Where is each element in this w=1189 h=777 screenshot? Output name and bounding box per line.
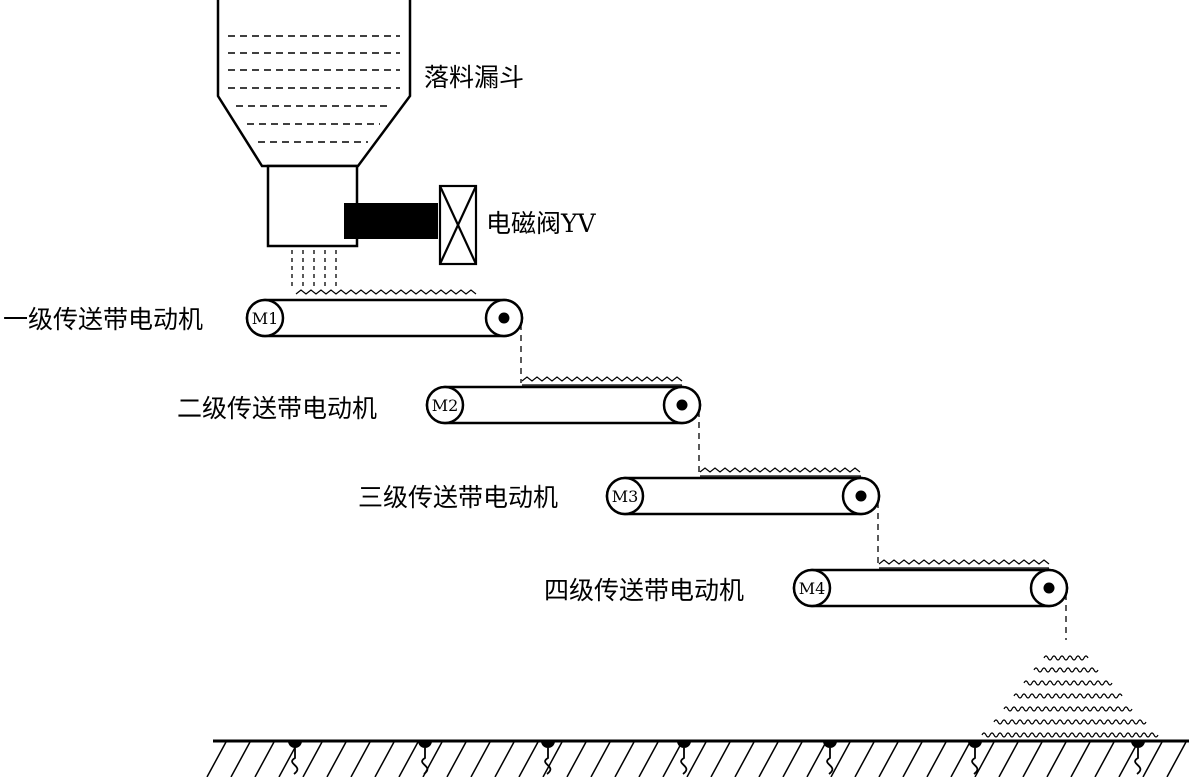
belt-body	[605, 476, 881, 516]
motor-label: M3	[612, 487, 639, 506]
ground-hatch	[1142, 741, 1163, 777]
ground-hatch	[1022, 741, 1043, 777]
ground-hatch	[710, 741, 731, 777]
conveyor-3: M3	[605, 467, 881, 566]
ground-hatch	[326, 741, 347, 777]
ground-hatch	[1046, 741, 1067, 777]
ground-hatch	[1118, 741, 1139, 777]
ground-hatch	[662, 741, 683, 777]
pile-wave	[1013, 693, 1123, 699]
conveyor-4-label: 四级传送带电动机	[544, 576, 745, 605]
motor-circle	[425, 385, 465, 425]
pulley-axle	[855, 490, 867, 502]
motor-circle	[245, 298, 285, 338]
belt-material	[295, 289, 477, 295]
conveyor-3-label: 三级传送带电动机	[358, 483, 559, 512]
pulley-axle	[676, 399, 688, 411]
ground-hatch	[518, 741, 539, 777]
ground-hatch	[806, 741, 827, 777]
anchor-bolt	[677, 741, 691, 775]
ground-hatch	[830, 741, 851, 777]
pile-wave	[993, 719, 1147, 725]
ground-hatch	[998, 741, 1019, 777]
ground-hatch	[1166, 741, 1187, 777]
ground-hatch	[782, 741, 803, 777]
ground-hatch	[230, 741, 251, 777]
ground-hatch	[950, 741, 971, 777]
ground-hatch	[1070, 741, 1091, 777]
hopper-outline	[216, 0, 412, 168]
ground-hatch	[398, 741, 419, 777]
motor-circle	[605, 476, 645, 516]
conveyor-4: M4	[792, 559, 1069, 640]
ground-hatch	[590, 741, 611, 777]
motor-label: M4	[799, 579, 826, 598]
belt-body	[425, 385, 702, 425]
ground-hatch	[446, 741, 467, 777]
belt-material	[878, 559, 1050, 565]
anchor-bolt	[823, 741, 837, 775]
ground-hatch	[542, 741, 563, 777]
anchor-bolt	[418, 741, 432, 775]
belt-material	[521, 376, 683, 382]
belt-body	[792, 568, 1069, 608]
belt-material	[699, 467, 861, 473]
ground-hatch	[494, 741, 515, 777]
pile-wave	[1043, 655, 1089, 661]
conveyor-1: M1	[245, 289, 524, 383]
anchor-bolt	[541, 741, 555, 775]
ground-hatch	[926, 741, 947, 777]
pile-wave	[1003, 706, 1133, 712]
conveyor-1-label: 一级传送带电动机	[3, 305, 204, 334]
ground-hatch	[374, 741, 395, 777]
valve-label: 电磁阀YV	[486, 209, 596, 238]
motor-label: M2	[432, 396, 459, 415]
ground-hatch	[878, 741, 899, 777]
motor-circle	[792, 568, 832, 608]
ground-hatch	[734, 741, 755, 777]
ground-hatch	[902, 741, 923, 777]
belt-body	[245, 298, 524, 338]
ground-hatch	[350, 741, 371, 777]
pulley-axle	[1043, 582, 1055, 594]
ground-hatch	[974, 741, 995, 777]
valve-plunger	[344, 203, 438, 239]
material-pile	[981, 655, 1159, 738]
ground-hatch	[638, 741, 659, 777]
anchor-bolt	[1131, 741, 1145, 775]
hopper-material	[228, 35, 400, 143]
ground-hatch	[686, 741, 707, 777]
conveyor-2: M2	[425, 376, 702, 474]
ground-hatch	[470, 741, 491, 777]
valve-coil	[438, 184, 478, 266]
ground-hatch	[566, 741, 587, 777]
ground-hatch	[854, 741, 875, 777]
motor-label: M1	[252, 309, 279, 328]
anchor-bolt	[288, 741, 302, 775]
falling-material	[291, 250, 337, 286]
ground	[206, 739, 1189, 777]
conveyor-2-label: 二级传送带电动机	[177, 394, 378, 423]
pulley-axle	[498, 312, 510, 324]
pile-wave	[1033, 667, 1099, 673]
ground-hatch	[1094, 741, 1115, 777]
hopper-label: 落料漏斗	[424, 63, 525, 92]
hopper-neck	[266, 164, 359, 248]
ground-hatch	[614, 741, 635, 777]
ground-hatch	[302, 741, 323, 777]
ground-hatch	[254, 741, 275, 777]
anchor-bolt	[968, 741, 982, 775]
pile-wave	[981, 732, 1159, 738]
ground-hatch	[206, 741, 227, 777]
pile-wave	[1023, 680, 1113, 686]
ground-hatch	[758, 741, 779, 777]
